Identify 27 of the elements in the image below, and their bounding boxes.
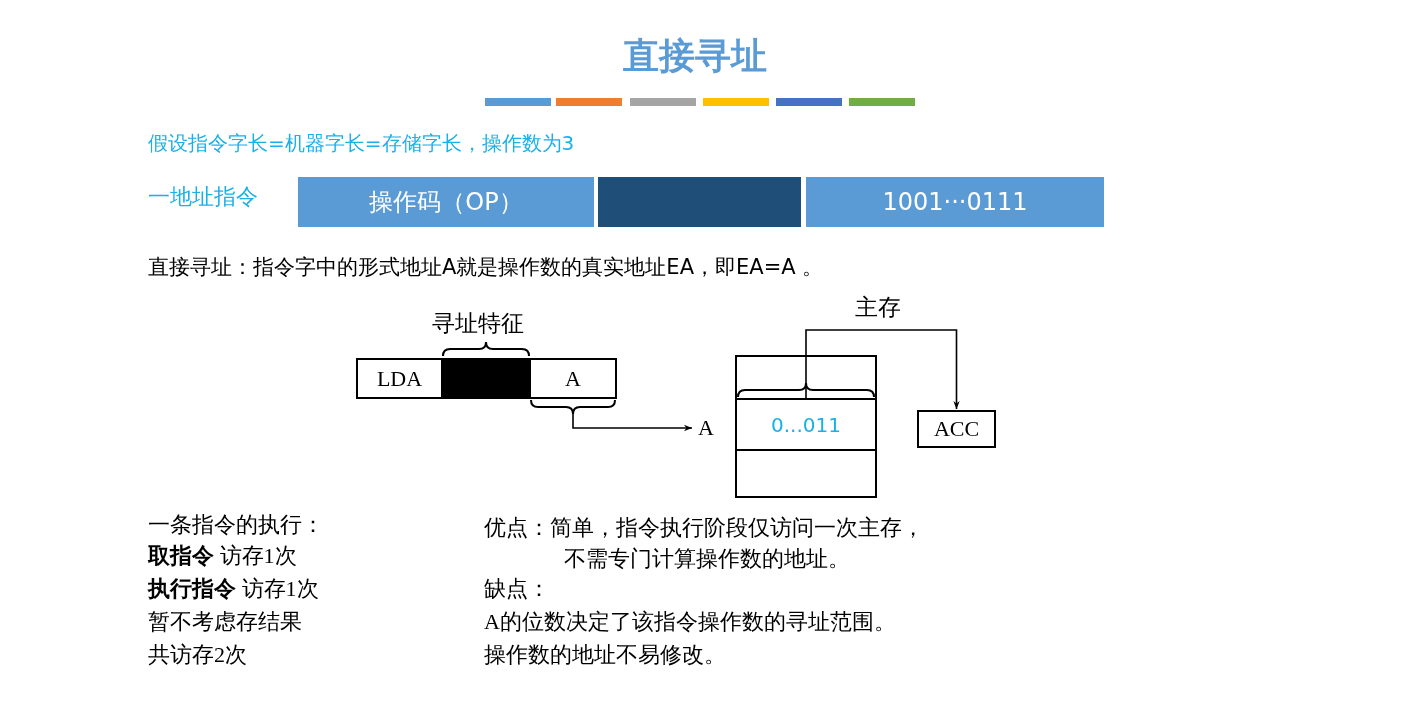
list-heading: 一条指令的执行： (148, 512, 324, 539)
row-label: 一地址指令 (148, 184, 258, 211)
mode-cell (441, 358, 531, 399)
list-item: 共访存2次 (148, 642, 247, 669)
memory-block (735, 355, 877, 498)
register-box: ACC (917, 410, 996, 448)
list-heading: 缺点： (484, 576, 550, 603)
list-item: 执行指令 访存1次 (148, 576, 319, 603)
address-field: 1001···0111 (806, 177, 1104, 227)
list-item: 取指令 访存1次 (148, 543, 297, 570)
memory-label: 主存 (855, 294, 901, 322)
note-text: 假设指令字长=机器字长=存储字长，操作数为3 (148, 131, 575, 155)
advantage-text: 优点：简单，指令执行阶段仅访问一次主存，不需专门计算操作数的地址。 (484, 514, 925, 573)
arrow (805, 329, 960, 410)
address-cell: A (529, 358, 617, 399)
slide-title: 直接寻址 (622, 34, 768, 78)
list-item: 操作数的地址不易修改。 (484, 642, 726, 669)
list-item: 暂不考虑存结果 (148, 609, 302, 636)
address-label: A (694, 414, 718, 442)
opcode-cell: LDA (356, 358, 443, 399)
definition-text: 直接寻址：指令字中的形式地址A就是操作数的真实地址EA，即EA=A 。 (148, 255, 824, 281)
brace-label: 寻址特征 (432, 310, 524, 338)
memory-cell: 0...011 (737, 398, 875, 451)
opcode-field: 操作码（OP） (298, 177, 594, 227)
mode-field (598, 177, 801, 227)
list-item: A的位数决定了该指令操作数的寻址范围。 (484, 609, 896, 636)
arrow (572, 413, 693, 432)
